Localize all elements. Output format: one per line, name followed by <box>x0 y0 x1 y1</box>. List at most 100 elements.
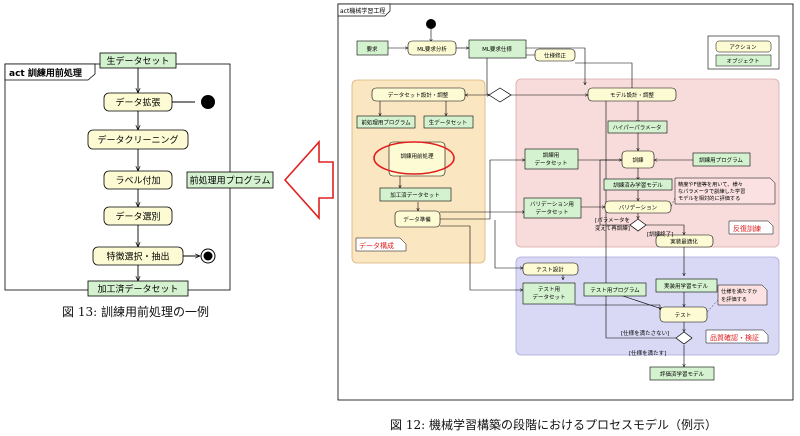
note-text: なパラメータで訓練した学習 <box>678 187 745 195</box>
object-label: 訓練済み学習モデル <box>613 181 663 189</box>
object-deploy-model <box>655 278 718 293</box>
highlight-ellipse <box>373 141 455 175</box>
object-label: ハイパーパラメータ <box>612 124 661 132</box>
action-label: モデル設計・調整 <box>610 91 655 99</box>
object-ml-spec <box>468 39 527 59</box>
right-object-nodes: 要求 ML要求仕様 前処理用プログラム 生データセット 加工済データセット 訓練… <box>356 39 751 381</box>
object-train-program <box>692 152 751 167</box>
left-action-label: データクリーニング <box>97 134 178 146</box>
note-text: モデルを相対的に評価する <box>678 194 740 202</box>
action-label: 仕様修正 <box>544 52 567 60</box>
action-deploy-opt <box>655 234 714 248</box>
left-object-preproc-program <box>186 171 274 189</box>
left-object-processed-dataset-label: 加工済データセット <box>97 283 178 295</box>
caption-fig12: 図 12: 機械学習構築の段階におけるプロセスモデル（例示） <box>390 418 717 432</box>
object-validation-dataset <box>523 197 582 219</box>
object-test-program <box>583 282 647 297</box>
object-label: 生データセット <box>429 119 468 127</box>
action-test-design <box>522 262 579 276</box>
right-frame-label: act機械学習工程 <box>340 7 385 15</box>
object-label: テスト用プログラム <box>590 286 640 294</box>
object-label: 訓練用プログラム <box>699 156 743 164</box>
note-test-connector <box>706 299 719 313</box>
decision-diamond-train <box>629 218 647 232</box>
note-validation-connector <box>670 197 676 208</box>
guard-labels: [パラメータを 変えて再訓練] [訓練終了] [仕様を満たさない] [仕様を満た… <box>595 216 673 357</box>
object-label: テスト用 <box>538 286 560 293</box>
legend-action-label: アクション <box>729 44 757 51</box>
left-object-preproc-program-label: 前処理用プログラム <box>190 175 271 187</box>
object-label: 加工済データセット <box>390 191 440 199</box>
left-action-nodes: データ拡張 データクリーニング ラベル付加 データ選別 特徴選択・抽出 <box>87 92 189 266</box>
left-action-data-augmentation <box>103 92 173 112</box>
guard-spec-met: [仕様を満たす] <box>629 349 666 357</box>
action-data-prep <box>394 210 441 228</box>
action-test <box>659 306 708 323</box>
object-preproc-program <box>356 115 416 129</box>
action-model-design <box>587 87 677 102</box>
note-text: を評価する <box>721 295 747 303</box>
note-validation <box>674 177 776 205</box>
region-quality-check-tag <box>705 329 769 344</box>
guard-param-retrain: 変えて再訓練] <box>595 224 630 232</box>
legend-object-label: オブジェクト <box>726 57 759 65</box>
right-flow-edges <box>380 29 693 367</box>
object-label: データセット <box>534 159 567 167</box>
left-action-labeling <box>103 170 173 190</box>
left-action-label: 特徴選択・抽出 <box>106 251 169 263</box>
left-action-label: ラベル付加 <box>115 176 160 187</box>
action-label: 訓練 <box>632 156 644 164</box>
object-label: 評価済学習モデル <box>660 370 705 378</box>
action-label: 訓練用前処理 <box>400 152 434 160</box>
note-text: 仕様を満たすか <box>721 287 757 295</box>
left-action-label: データ選別 <box>115 211 160 223</box>
action-label: 実装最適化 <box>670 238 698 246</box>
left-object-raw-dataset <box>99 52 177 69</box>
region-iterative-training-label: 反復訓練 <box>733 224 761 233</box>
region-data-config-tag <box>355 237 407 252</box>
left-activity-diagram: act 訓練用前処理 生データセット データ拡張 データクリーニング ラベル付加 <box>4 52 274 297</box>
object-trained-model <box>603 178 673 191</box>
action-label: データセット設計・調整 <box>388 91 449 99</box>
left-action-data-selection <box>103 206 173 226</box>
note-text: 精度やF値等を用いて、様々 <box>678 180 743 188</box>
right-frame-tab <box>337 3 391 17</box>
left-action-label: データ拡張 <box>115 97 160 109</box>
legend-object-swatch <box>715 54 772 67</box>
right-initial-node <box>426 19 436 29</box>
object-label: 要求 <box>366 45 378 53</box>
guard-spec-unmet: [仕様を満たさない] <box>621 329 669 337</box>
action-label: バリデーション <box>619 204 658 212</box>
action-label: ML要求分析 <box>417 45 447 53</box>
left-flow-edges <box>138 68 200 281</box>
left-initial-node <box>201 95 215 109</box>
object-label: 訓練用 <box>543 151 560 159</box>
right-action-nodes: ML要求分析 仕様修正 データセット設計・調整 訓練用前処理 データ準備 モデル… <box>371 40 714 323</box>
object-label: データセット <box>535 208 568 216</box>
object-train-dataset <box>524 148 579 170</box>
action-spec-fix <box>534 48 576 62</box>
left-object-raw-dataset-label: 生データセット <box>106 55 169 67</box>
left-frame-tab <box>4 63 96 81</box>
object-label: データセット <box>532 293 565 301</box>
action-label: テスト設計 <box>536 266 564 274</box>
region-quality-check-label: 品質確認・検証 <box>710 333 759 342</box>
guard-train-done: [訓練終了] <box>647 230 673 238</box>
object-label: 前処理用プログラム <box>361 119 411 127</box>
object-label: 実装用学習モデル <box>664 282 709 290</box>
action-validation <box>604 200 672 214</box>
caption-fig13: 図 13: 訓練用前処理の一例 <box>62 305 209 319</box>
object-label: ML要求仕様 <box>482 45 512 53</box>
left-object-processed-dataset <box>87 280 189 297</box>
object-label: バリデーション用 <box>530 200 574 208</box>
action-ml-analysis <box>407 40 457 56</box>
decision-diamond-test <box>675 331 693 345</box>
object-test-dataset <box>522 282 576 305</box>
action-label: データ準備 <box>403 216 431 224</box>
action-label: テスト <box>675 312 692 319</box>
big-red-arrow <box>283 139 334 221</box>
right-activity-diagram: act機械学習工程 データ構成 反復訓練 品質確認・検証 アクション オブジェク… <box>337 3 794 401</box>
object-processed-dataset <box>379 187 452 202</box>
legend-action-swatch <box>715 40 772 53</box>
